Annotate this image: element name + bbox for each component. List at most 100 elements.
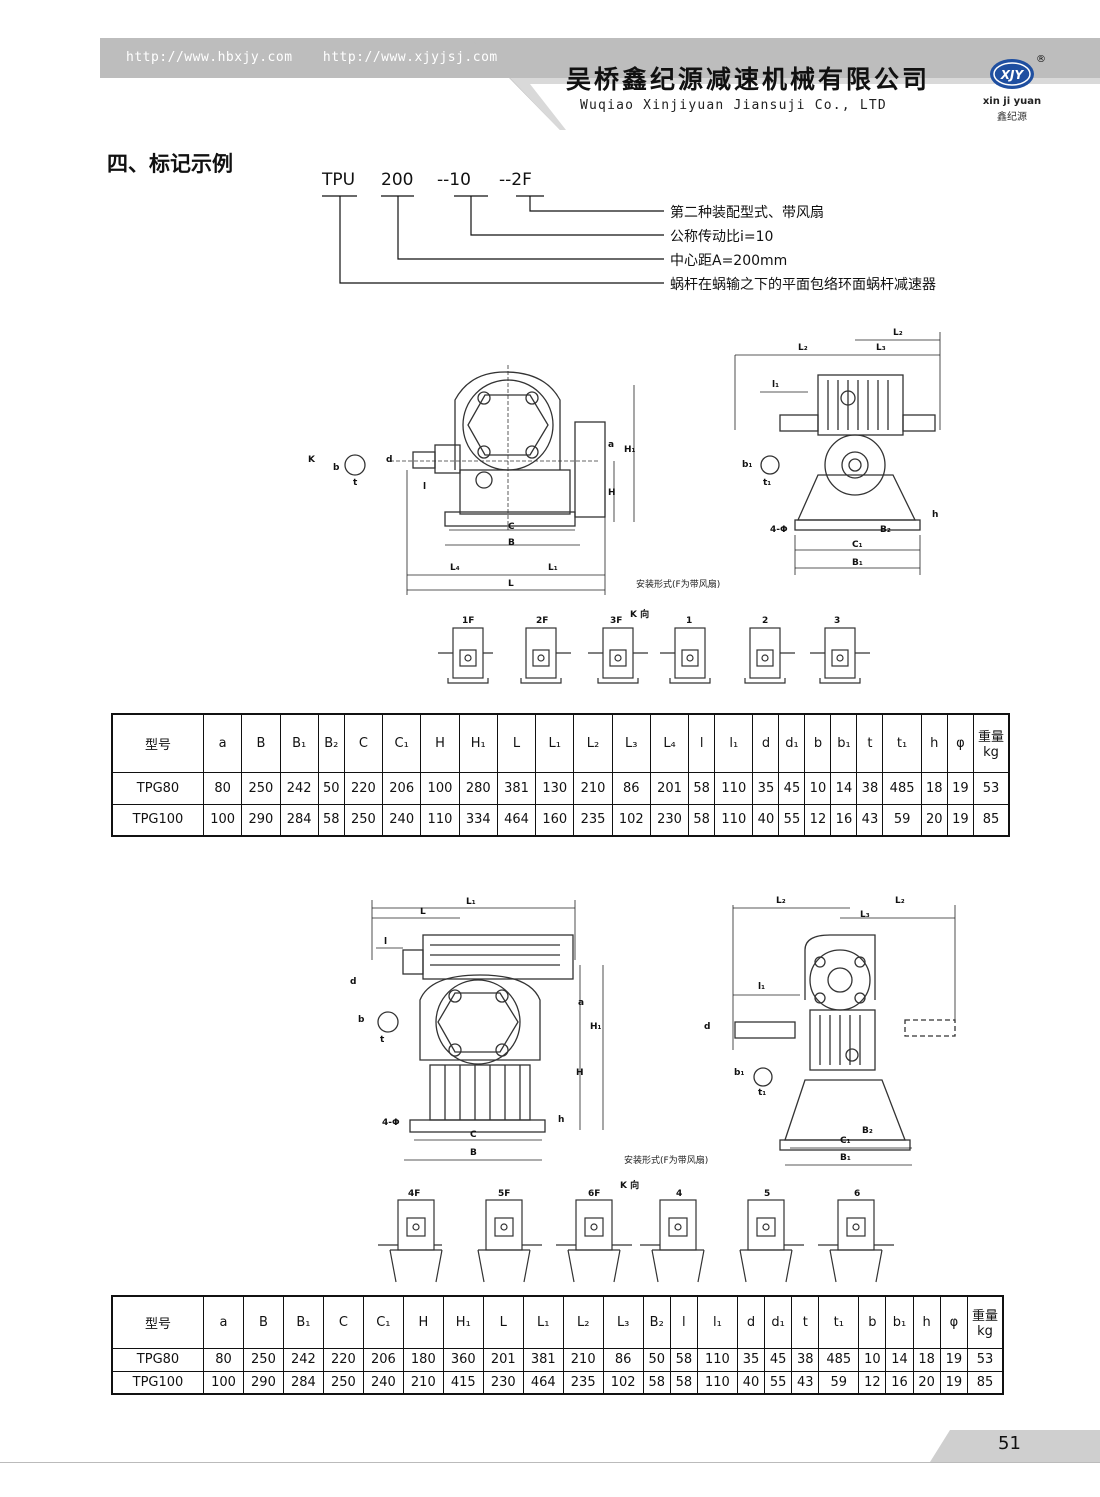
table2-cell: 464: [522, 1370, 564, 1395]
dim2-4phi: 4-Φ: [382, 1118, 400, 1128]
mount-label-3f: 3F: [610, 616, 623, 626]
section-title: 四、标记示例: [107, 152, 233, 176]
dim2-t: t: [380, 1035, 385, 1045]
table2-header-cell: C: [322, 1295, 364, 1349]
table1-cell: 58: [688, 803, 716, 837]
dim2-l2-right: L₂: [895, 896, 905, 906]
table2-cell: 20: [912, 1370, 941, 1395]
table2-header-cell: C₁: [362, 1295, 404, 1349]
table2-header-cell: d₁: [764, 1295, 793, 1349]
dim-l1-small: l₁: [772, 380, 780, 390]
mount-label-2f: 2F: [536, 616, 549, 626]
table2-header-cell: H₁: [442, 1295, 484, 1349]
url-link-2[interactable]: http://www.xjyjsj.com: [322, 50, 498, 65]
table2-cell: 58: [669, 1347, 698, 1372]
code-part-assembly: --2F: [499, 170, 532, 190]
table2-cell: 58: [669, 1370, 698, 1395]
dim2-c: C: [470, 1130, 477, 1140]
dim2-d1: d: [704, 1022, 711, 1032]
mount-label-6f: 6F: [588, 1189, 601, 1199]
dim-l4: L₄: [450, 563, 460, 573]
url-link-1[interactable]: http://www.hbxjy.com: [126, 50, 293, 65]
logo-text-cn: 鑫纪源: [997, 112, 1027, 123]
table2-header-cell: L₂: [562, 1295, 604, 1349]
table2-cell: 210: [402, 1370, 444, 1395]
dim-l2: L₂: [798, 343, 808, 353]
mount-label-1: 1: [686, 616, 693, 626]
dim2-l-small: l: [384, 937, 388, 947]
table2-header-cell: L₃: [602, 1295, 644, 1349]
dim2-t1: t₁: [758, 1088, 767, 1098]
dim-l3: L₃: [876, 343, 886, 353]
page-number-tab: [930, 1430, 1100, 1462]
table1-cell: 110: [714, 803, 754, 837]
figure1-caption: 安装形式(F为带风扇): [636, 580, 721, 590]
table1-cell: 10: [804, 771, 832, 805]
company-name-cn: 吴桥鑫纪源减速机械有限公司: [566, 65, 931, 94]
table2-cell: 80: [203, 1347, 244, 1372]
dim2-l: L: [420, 907, 426, 917]
dim-4phi: 4-Φ: [770, 525, 788, 535]
table1-cell: 102: [611, 803, 651, 837]
table1-header-cell: H: [420, 713, 460, 773]
dim2-l2: L₂: [776, 896, 786, 906]
dim-k: K: [308, 455, 315, 465]
table1-cell: 485: [882, 771, 922, 805]
table2-cell: 485: [818, 1347, 860, 1372]
figure2-caption: 安装形式(F为带风扇): [624, 1156, 709, 1166]
table1-cell: 19: [946, 803, 975, 837]
dim2-l1-small: l₁: [758, 982, 766, 992]
table2-cell: 12: [858, 1370, 887, 1395]
company-logo: XJY: [990, 59, 1034, 89]
table2-cell: 10: [858, 1347, 887, 1372]
table2-cell: 18: [912, 1347, 941, 1372]
table2-header-cell: 重量kg: [967, 1295, 1004, 1349]
table2-header-cell: 型号: [111, 1295, 204, 1349]
logo-mark-text: XJY: [1000, 68, 1025, 82]
table2-cell: 100: [203, 1370, 244, 1395]
table2-cell: 59: [818, 1370, 860, 1395]
table1-header-cell: t: [856, 713, 884, 773]
dim2-b: b: [358, 1015, 365, 1025]
dim2-l1: L₁: [466, 897, 476, 907]
dim2-b1-base: B₁: [840, 1153, 851, 1163]
table1-cell: 280: [458, 771, 498, 805]
table1-header-cell: d₁: [778, 713, 806, 773]
table1-header-cell: C₁: [382, 713, 422, 773]
table2-header-cell: b₁: [885, 1295, 914, 1349]
table2-cell: 210: [562, 1347, 604, 1372]
dim-l2-right: L₂: [893, 328, 903, 338]
annotation-type: 蜗杆在蜗输之下的平面包络环面蜗杆减速器: [670, 277, 936, 293]
table2-cell: 40: [736, 1370, 766, 1395]
table2-cell: 235: [562, 1370, 604, 1395]
header-urls: http://www.hbxjy.com http://www.xjyjsj.c…: [126, 50, 520, 65]
dim-h: H: [608, 488, 616, 498]
table2-header-cell: l₁: [696, 1295, 738, 1349]
table2-header-cell: d: [736, 1295, 766, 1349]
table2-cell: 14: [885, 1347, 914, 1372]
table2-header-cell: b: [858, 1295, 887, 1349]
table1-cell: 290: [241, 803, 281, 837]
table2-cell: 201: [482, 1347, 524, 1372]
table2-cell: 85: [967, 1370, 1004, 1395]
dim-l-total: L: [508, 579, 514, 589]
dim2-a: a: [578, 998, 585, 1008]
dim-l1: L₁: [548, 563, 558, 573]
logo-text-en: xin ji yuan: [982, 96, 1042, 107]
table2-cell: 19: [939, 1347, 969, 1372]
table2-cell: 110: [696, 1347, 738, 1372]
table1-cell: 55: [778, 803, 806, 837]
table2-cell: 381: [522, 1347, 564, 1372]
table1-cell: 38: [856, 771, 884, 805]
table1-cell: 334: [458, 803, 498, 837]
table2-cell: 230: [482, 1370, 524, 1395]
dim-b1: b₁: [742, 460, 753, 470]
table1-cell: 201: [649, 771, 690, 805]
table2-header-cell: t₁: [818, 1295, 860, 1349]
